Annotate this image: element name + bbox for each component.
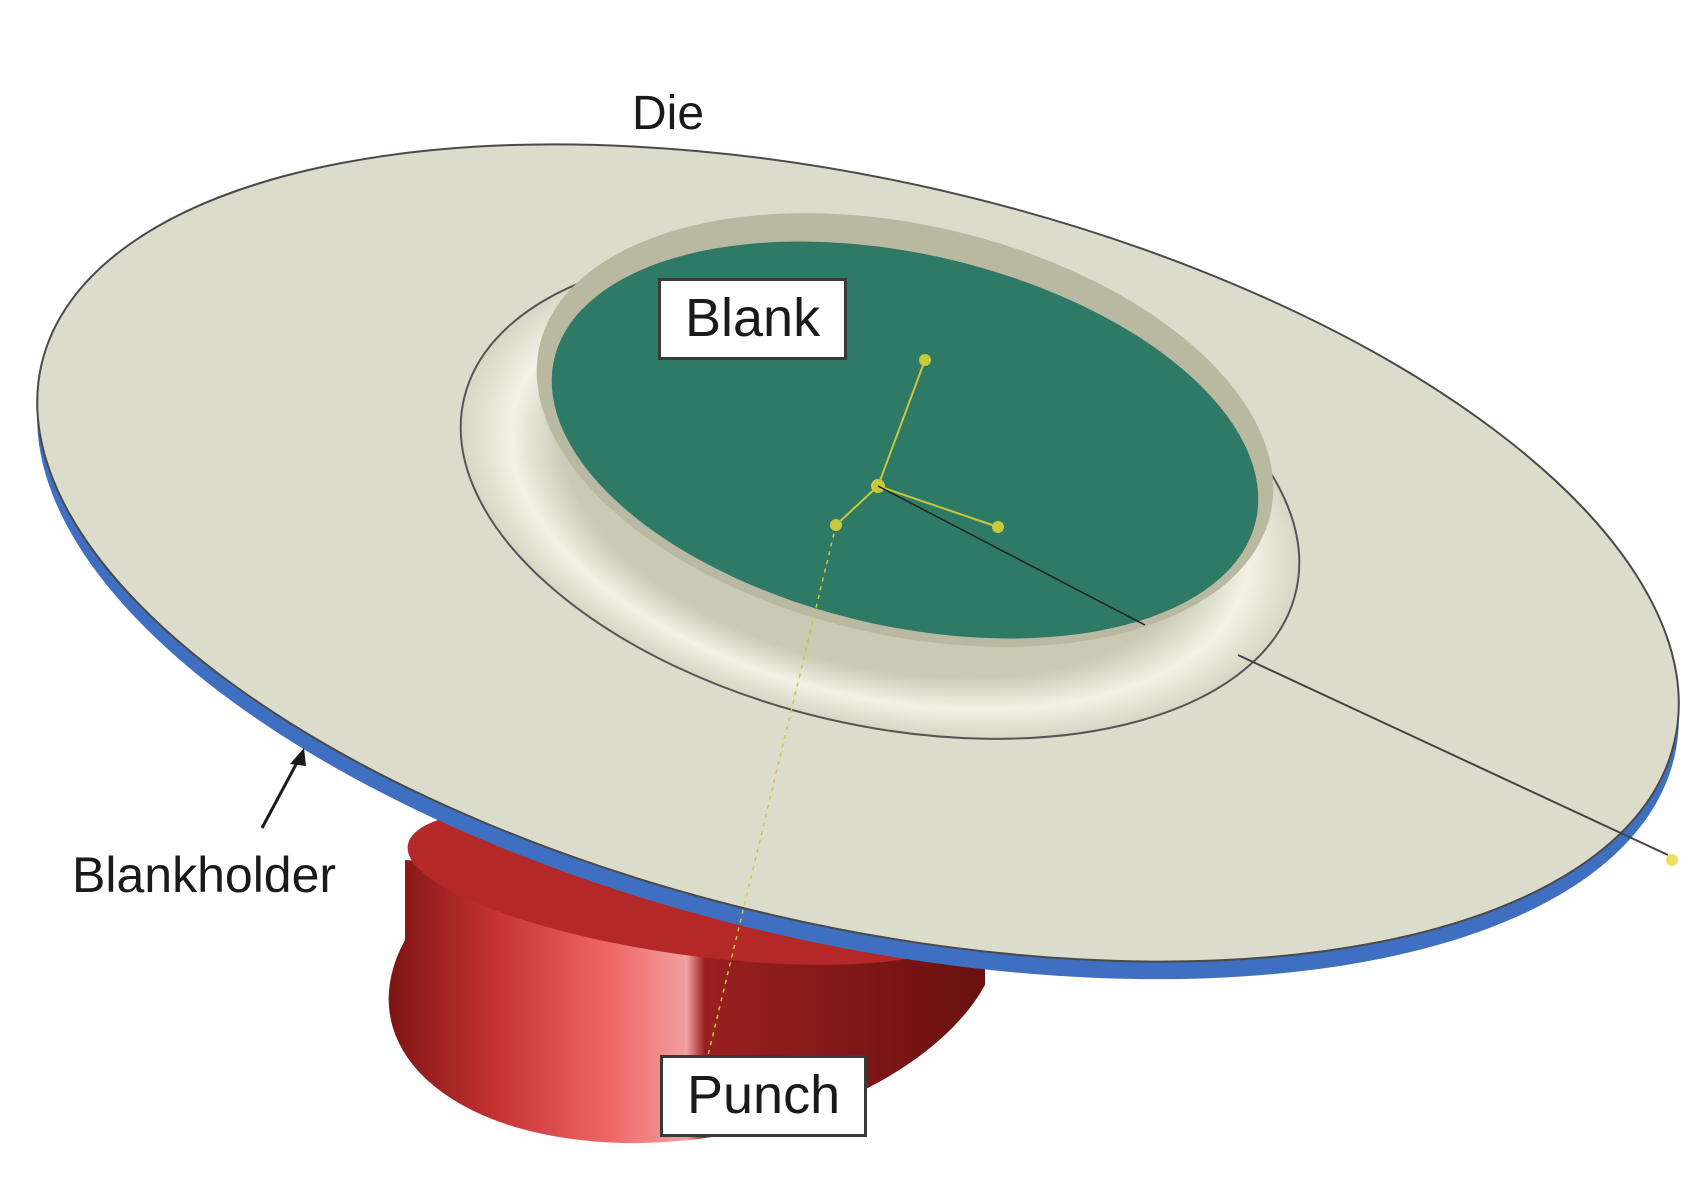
punch-label: Punch: [660, 1055, 868, 1137]
blank-label: Blank: [658, 278, 848, 360]
blankholder-leader-arrow: [260, 748, 306, 829]
die-seam-line: [1237, 654, 1669, 856]
blankholder-label: Blankholder: [72, 847, 337, 903]
blank-radius-line: [877, 485, 1146, 626]
reference-axes: [689, 354, 1004, 1131]
die-label: Die: [632, 87, 705, 140]
reference-point-marker: [1666, 854, 1678, 866]
